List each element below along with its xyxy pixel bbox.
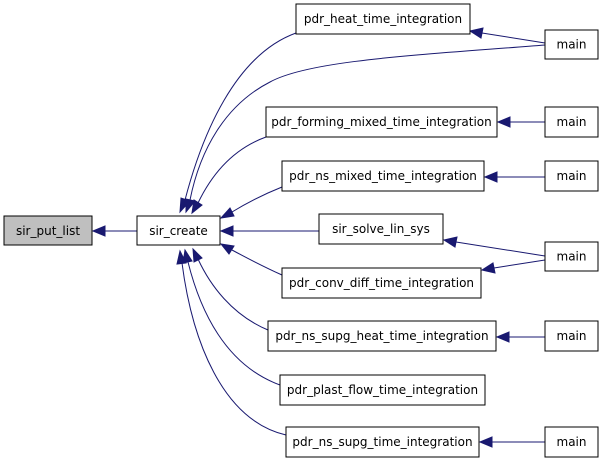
node-label: pdr_forming_mixed_time_integration <box>271 115 492 129</box>
edge-main3-to-pdr-ns-mixed <box>483 171 545 183</box>
edge-pdr-ns-supg-to-sir-create <box>176 249 287 436</box>
node-label: pdr_ns_mixed_time_integration <box>289 169 477 183</box>
node-sir-solve-lin-sys[interactable]: sir_solve_lin_sys <box>318 213 444 245</box>
node-label: main <box>557 435 587 449</box>
nodes: sir_put_list sir_create pdr_heat_time_in… <box>3 3 599 458</box>
node-sir-put-list[interactable]: sir_put_list <box>3 215 93 246</box>
edge-sir-solve-to-sir-create <box>219 225 319 237</box>
edge-pdr-ns-mixed-to-sir-create <box>219 186 283 219</box>
node-main-3[interactable]: main <box>544 160 599 192</box>
edge-pdr-conv-diff-to-sir-create <box>219 243 283 276</box>
edge-main1-to-pdr-heat <box>468 27 546 44</box>
node-label: pdr_conv_diff_time_integration <box>289 276 474 290</box>
node-main-6[interactable]: main <box>544 426 599 458</box>
node-label: pdr_ns_supg_time_integration <box>292 435 472 449</box>
node-label: sir_put_list <box>16 224 80 238</box>
node-label: pdr_plast_flow_time_integration <box>287 383 478 397</box>
edge-pdr-plast-flow-to-sir-create <box>182 248 281 386</box>
node-label: main <box>557 169 587 183</box>
edge-sir-create-to-sir-put-list <box>91 225 137 237</box>
node-label: main <box>557 115 587 129</box>
edge-main6-to-pdr-ns-supg <box>478 436 545 448</box>
node-label: main <box>557 329 587 343</box>
node-main-4[interactable]: main <box>544 241 599 272</box>
node-label: pdr_ns_supg_heat_time_integration <box>275 329 488 343</box>
node-pdr-ns-mixed-time-integration[interactable]: pdr_ns_mixed_time_integration <box>281 160 485 192</box>
node-pdr-ns-supg-time-integration[interactable]: pdr_ns_supg_time_integration <box>285 426 480 458</box>
node-pdr-plast-flow-time-integration[interactable]: pdr_plast_flow_time_integration <box>279 374 486 406</box>
node-pdr-forming-mixed-time-integration[interactable]: pdr_forming_mixed_time_integration <box>265 106 498 138</box>
edge-main5-to-pdr-ns-supg-heat <box>495 331 545 343</box>
node-pdr-conv-diff-time-integration[interactable]: pdr_conv_diff_time_integration <box>281 267 482 299</box>
node-label: sir_create <box>149 224 208 238</box>
edge-main4-to-pdr-conv-diff <box>480 259 546 274</box>
edge-main2-to-pdr-forming <box>496 116 545 128</box>
node-label: main <box>557 38 587 52</box>
node-main-5[interactable]: main <box>544 320 599 352</box>
edge-pdr-ns-supg-heat-to-sir-create <box>192 247 269 331</box>
node-label: main <box>557 250 587 264</box>
node-sir-create[interactable]: sir_create <box>136 215 221 246</box>
node-label: pdr_heat_time_integration <box>304 12 462 26</box>
edge-main1-to-sir-create <box>185 44 546 214</box>
node-pdr-ns-supg-heat-time-integration[interactable]: pdr_ns_supg_heat_time_integration <box>267 320 497 352</box>
edges <box>91 27 546 448</box>
edge-pdr-forming-to-sir-create <box>191 136 267 215</box>
node-pdr-heat-time-integration[interactable]: pdr_heat_time_integration <box>295 3 471 35</box>
node-label: sir_solve_lin_sys <box>332 222 430 236</box>
node-main-1[interactable]: main <box>544 29 599 60</box>
edge-main4-to-sir-solve <box>442 236 546 257</box>
node-main-2[interactable]: main <box>544 106 599 138</box>
